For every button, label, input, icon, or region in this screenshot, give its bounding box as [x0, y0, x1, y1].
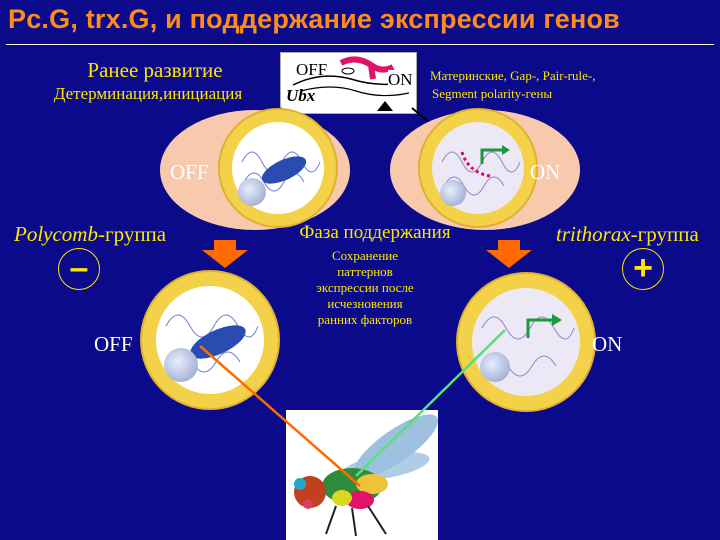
left-off-label: OFF — [170, 160, 209, 184]
cell-on-maintenance — [456, 272, 596, 412]
drosophila-illustration — [294, 414, 438, 537]
right-down-arrow — [486, 240, 532, 268]
maintenance-line: паттернов — [337, 264, 393, 279]
determination-initiation-label: Детерминация,инициация — [53, 84, 243, 103]
maintenance-description: Сохранение паттернов экспрессии после ис… — [290, 248, 440, 328]
polycomb-group-label: Polycomb-группа — [14, 222, 166, 247]
chromatin-scribble — [441, 145, 521, 196]
plus-sign-icon: + — [622, 248, 664, 290]
cell-on-early — [418, 108, 538, 228]
bottom-off-label: OFF — [94, 332, 133, 356]
ubx-gene-schematic — [280, 52, 417, 114]
page-title: Pc.G, trx.G, и поддержание экспрессии ге… — [8, 4, 620, 34]
maternal-genes-line2: Segment polarity-гены — [432, 86, 553, 101]
bottom-on-label: ON — [592, 332, 623, 356]
title-divider — [6, 44, 714, 45]
nucleolus — [164, 348, 198, 382]
trithorax-name: trithorax — [556, 222, 631, 246]
maternal-genes-line1: Материнские, Gap-, Pair-rule-, — [430, 68, 596, 83]
trithorax-suffix: -группа — [630, 222, 699, 246]
maintenance-phase-heading: Фаза поддержания — [299, 222, 451, 243]
maintenance-line: исчезновения — [327, 296, 403, 311]
orange-off-line — [199, 345, 361, 487]
nucleolus — [238, 178, 266, 206]
minus-sign-icon: – — [58, 248, 100, 290]
nucleolus — [440, 180, 466, 206]
gene-on-label: ON — [388, 70, 413, 90]
polycomb-suffix: -группа — [97, 222, 167, 246]
gene-off-label: OFF — [296, 60, 328, 79]
cell-off-early — [218, 108, 338, 228]
chromatin-scribble — [241, 151, 321, 192]
left-down-arrow — [202, 240, 248, 268]
trithorax-group-label: trithorax-группа — [556, 222, 720, 247]
drosophila-image — [286, 410, 438, 540]
maintenance-line: Сохранение — [331, 248, 399, 263]
polycomb-name: Polycomb — [14, 222, 98, 246]
maintenance-line: ранних факторов — [317, 312, 413, 327]
early-development-heading: Ранее развитие — [87, 58, 223, 82]
maintenance-line: экспрессии после — [316, 280, 414, 295]
ubx-gene-label: Ubx — [286, 86, 316, 105]
nucleolus — [480, 352, 510, 382]
right-on-label: ON — [530, 160, 561, 184]
green-on-line — [355, 329, 506, 477]
